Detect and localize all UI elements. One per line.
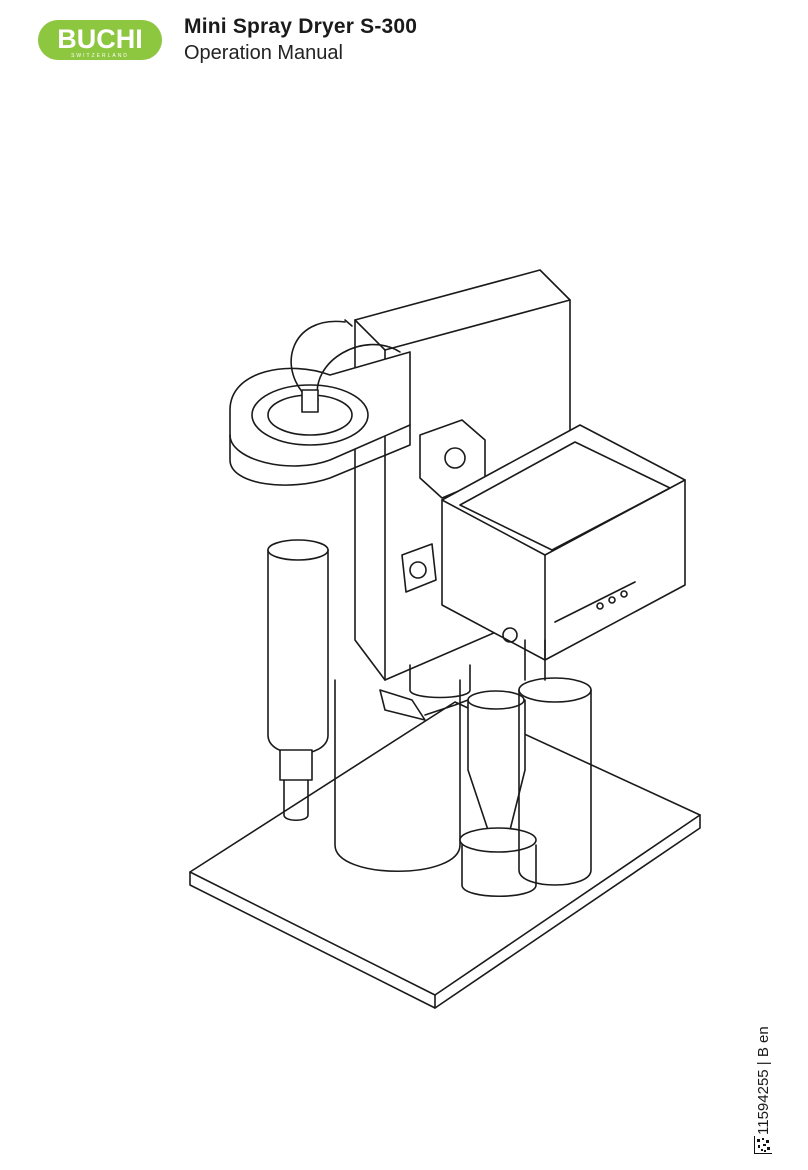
document-title: Mini Spray Dryer S-300 (184, 15, 418, 38)
control-unit (441, 424, 686, 661)
base-plate (189, 701, 701, 1009)
feed-tubing (290, 319, 401, 413)
title-block: Mini Spray Dryer S-300 Operation Manual (184, 14, 417, 66)
collection-vessel (334, 679, 461, 873)
spray-head (229, 351, 411, 486)
filter-column (518, 639, 592, 886)
pump-module-side (401, 543, 437, 593)
spray-dryer-illustration (180, 260, 720, 1040)
document-subtitle: Operation Manual (184, 42, 343, 64)
drying-chamber (267, 539, 329, 822)
buchi-logo: BUCHI SWITZERLAND (36, 14, 164, 64)
logo-tagline: SWITZERLAND (71, 53, 129, 59)
document-number: 11594255 | B en (754, 1026, 772, 1135)
data-matrix-code-icon (753, 1136, 772, 1155)
document-number-text: 11594255 | B en (755, 1026, 772, 1135)
logo-wordmark: BUCHI (57, 24, 143, 54)
connection-elbow (379, 689, 469, 721)
